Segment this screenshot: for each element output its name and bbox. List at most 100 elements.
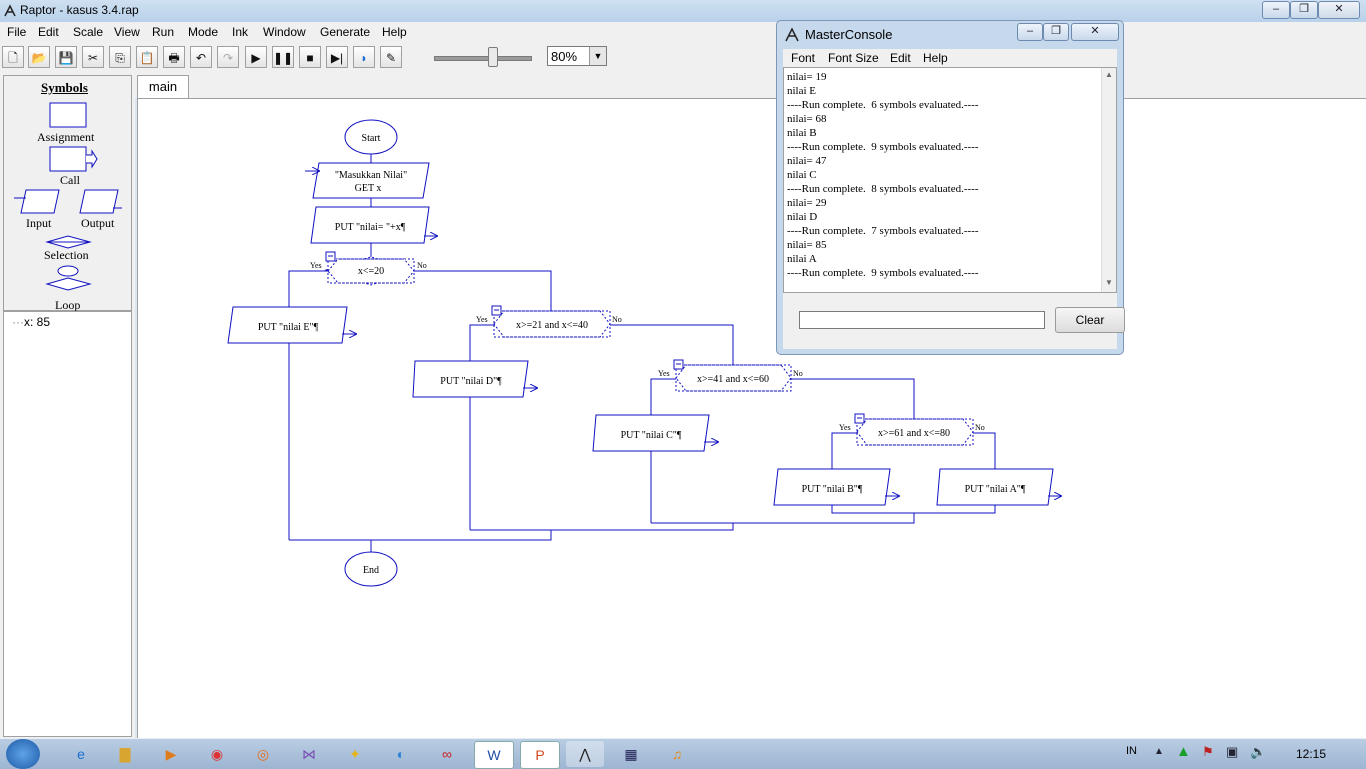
console-line: ----Run complete. 9 symbols evaluated.--… [787,141,979,153]
start-orb-icon[interactable] [6,739,40,769]
app-icon[interactable]: ✦ [349,746,361,762]
open-icon[interactable]: 📂 [28,46,50,68]
console-menu-help[interactable]: Help [923,51,948,65]
end-terminal[interactable] [344,551,398,587]
ie-icon[interactable]: e [77,746,85,762]
network-icon[interactable]: ▣ [1226,744,1239,759]
menu-ink[interactable]: Ink [232,25,249,39]
menu-edit[interactable]: Edit [38,25,59,39]
output-a-symbol[interactable] [936,468,1054,506]
cond4-no: No [975,423,985,432]
powerpoint-icon[interactable]: P [520,741,560,769]
clear-button[interactable]: Clear [1055,307,1125,333]
output-label: Output [81,216,115,230]
master-console-window[interactable]: MasterConsole – ❐ ✕ Font Font Size Edit … [776,20,1125,355]
call-symbol-icon[interactable] [49,146,87,172]
console-line: ----Run complete. 9 symbols evaluated.--… [787,267,979,279]
cond4-decision[interactable] [856,418,974,446]
redo-icon[interactable]: ↷ [217,46,239,68]
menu-view[interactable]: View [114,25,140,39]
menu-help[interactable]: Help [382,25,407,39]
firefox-icon[interactable]: ◎ [256,746,270,762]
menu-scale[interactable]: Scale [73,25,104,39]
cond1-decision[interactable] [327,258,415,284]
menu-run[interactable]: Run [152,25,175,39]
console-line: ----Run complete. 7 symbols evaluated.--… [787,225,979,237]
pen-icon[interactable]: ✎ [380,46,402,68]
raptor-taskbar-icon[interactable]: ⋀ [566,741,604,767]
app3-icon[interactable]: ∞ [442,746,452,762]
zoom-select[interactable]: 80% ▼ [547,46,607,66]
chevron-up-icon[interactable]: ▲ [1154,746,1164,757]
console-menu-font[interactable]: Font [791,51,816,65]
explorer-icon[interactable]: ▇ [119,746,131,762]
flowchart-canvas[interactable]: Start "Masukkan Nilai" GET x PUT "nilai=… [137,98,1366,741]
variable-item[interactable]: ···x: 85 [12,315,51,329]
volume-icon[interactable]: 🔈 [1250,744,1267,759]
new-icon[interactable]: 🗋 [2,46,24,68]
cond3-no: No [793,369,803,378]
pause-icon[interactable]: ❚❚ [272,46,294,68]
output-b-symbol[interactable] [773,468,891,506]
app4-icon[interactable]: ▦ [624,746,638,762]
left-panel: Symbols Assignment Call Input Output Sel… [0,72,135,740]
undo-icon[interactable]: ↶ [190,46,212,68]
chevron-down-icon[interactable]: ▼ [589,47,606,65]
output-symbol-icon[interactable] [79,189,119,214]
chrome-icon[interactable]: ◉ [210,746,224,762]
cut-icon[interactable]: ✂ [82,46,104,68]
console-close-button[interactable]: ✕ [1071,23,1119,41]
close-button[interactable]: ✕ [1318,1,1360,19]
out-b-label: PUT "nilai B"¶ [802,484,863,495]
output-d-symbol[interactable] [412,360,529,398]
step-icon[interactable]: ▶| [326,46,348,68]
console-maximize-button[interactable]: ❐ [1043,23,1069,41]
menu-mode[interactable]: Mode [188,25,219,39]
play-icon[interactable]: ▶ [245,46,267,68]
clock[interactable]: 12:15 [1296,747,1327,761]
save-icon[interactable]: 💾 [55,46,77,68]
output-e-symbol[interactable] [227,306,348,344]
menu-window[interactable]: Window [263,25,306,39]
tray-app-icon[interactable]: ▲ [1176,743,1191,760]
media-player-icon[interactable]: ▶ [165,746,177,762]
maximize-button[interactable]: ❐ [1290,1,1318,19]
scroll-up-icon[interactable]: ▲ [1105,70,1113,79]
zoom-slider-track[interactable] [434,56,532,61]
scroll-down-icon[interactable]: ▼ [1105,278,1113,287]
copy-icon[interactable]: ⎘ [109,46,131,68]
menu-generate[interactable]: Generate [320,25,371,39]
console-output[interactable]: nilai= 19 nilai E ----Run complete. 6 sy… [783,67,1117,293]
language-indicator[interactable]: IN [1126,745,1137,757]
step-into-icon[interactable]: ◗ [353,46,375,68]
output-nilai-symbol[interactable] [310,206,430,244]
cond3-decision[interactable] [675,364,792,392]
minimize-button[interactable]: – [1262,1,1290,19]
word-icon[interactable]: W [474,741,514,769]
tray-flag-icon[interactable]: ⚑ [1202,744,1214,759]
loop-symbol-icon[interactable] [57,265,79,277]
window-titlebar[interactable]: Raptor - kasus 3.4.rap – ❐ ✕ [0,0,1366,22]
menu-file[interactable]: File [7,25,27,39]
call-label: Call [60,173,80,187]
cond2-decision[interactable] [493,310,611,338]
tab-main[interactable]: main [137,75,189,98]
console-input[interactable] [799,311,1045,329]
output-c-symbol[interactable] [592,414,710,452]
console-minimize-button[interactable]: – [1017,23,1043,41]
console-menu-font-size[interactable]: Font Size [828,51,879,65]
input-symbol-icon[interactable] [20,189,60,214]
cond2-no: No [612,315,622,324]
input-symbol[interactable] [312,162,430,199]
stop-icon[interactable]: ■ [299,46,321,68]
paste-icon[interactable]: 📋 [136,46,158,68]
app2-icon[interactable]: ◐ [396,746,406,762]
console-menu-edit[interactable]: Edit [890,51,911,65]
console-line: nilai= 68 [787,113,827,125]
console-scrollbar[interactable]: ▲ ▼ [1101,68,1116,292]
print-icon[interactable]: 🖶 [163,46,185,68]
assignment-symbol-icon[interactable] [49,102,87,128]
music-icon[interactable]: ♫ [671,746,683,762]
visual-studio-icon[interactable]: ⋈ [302,746,316,762]
zoom-slider-thumb[interactable] [487,47,498,67]
